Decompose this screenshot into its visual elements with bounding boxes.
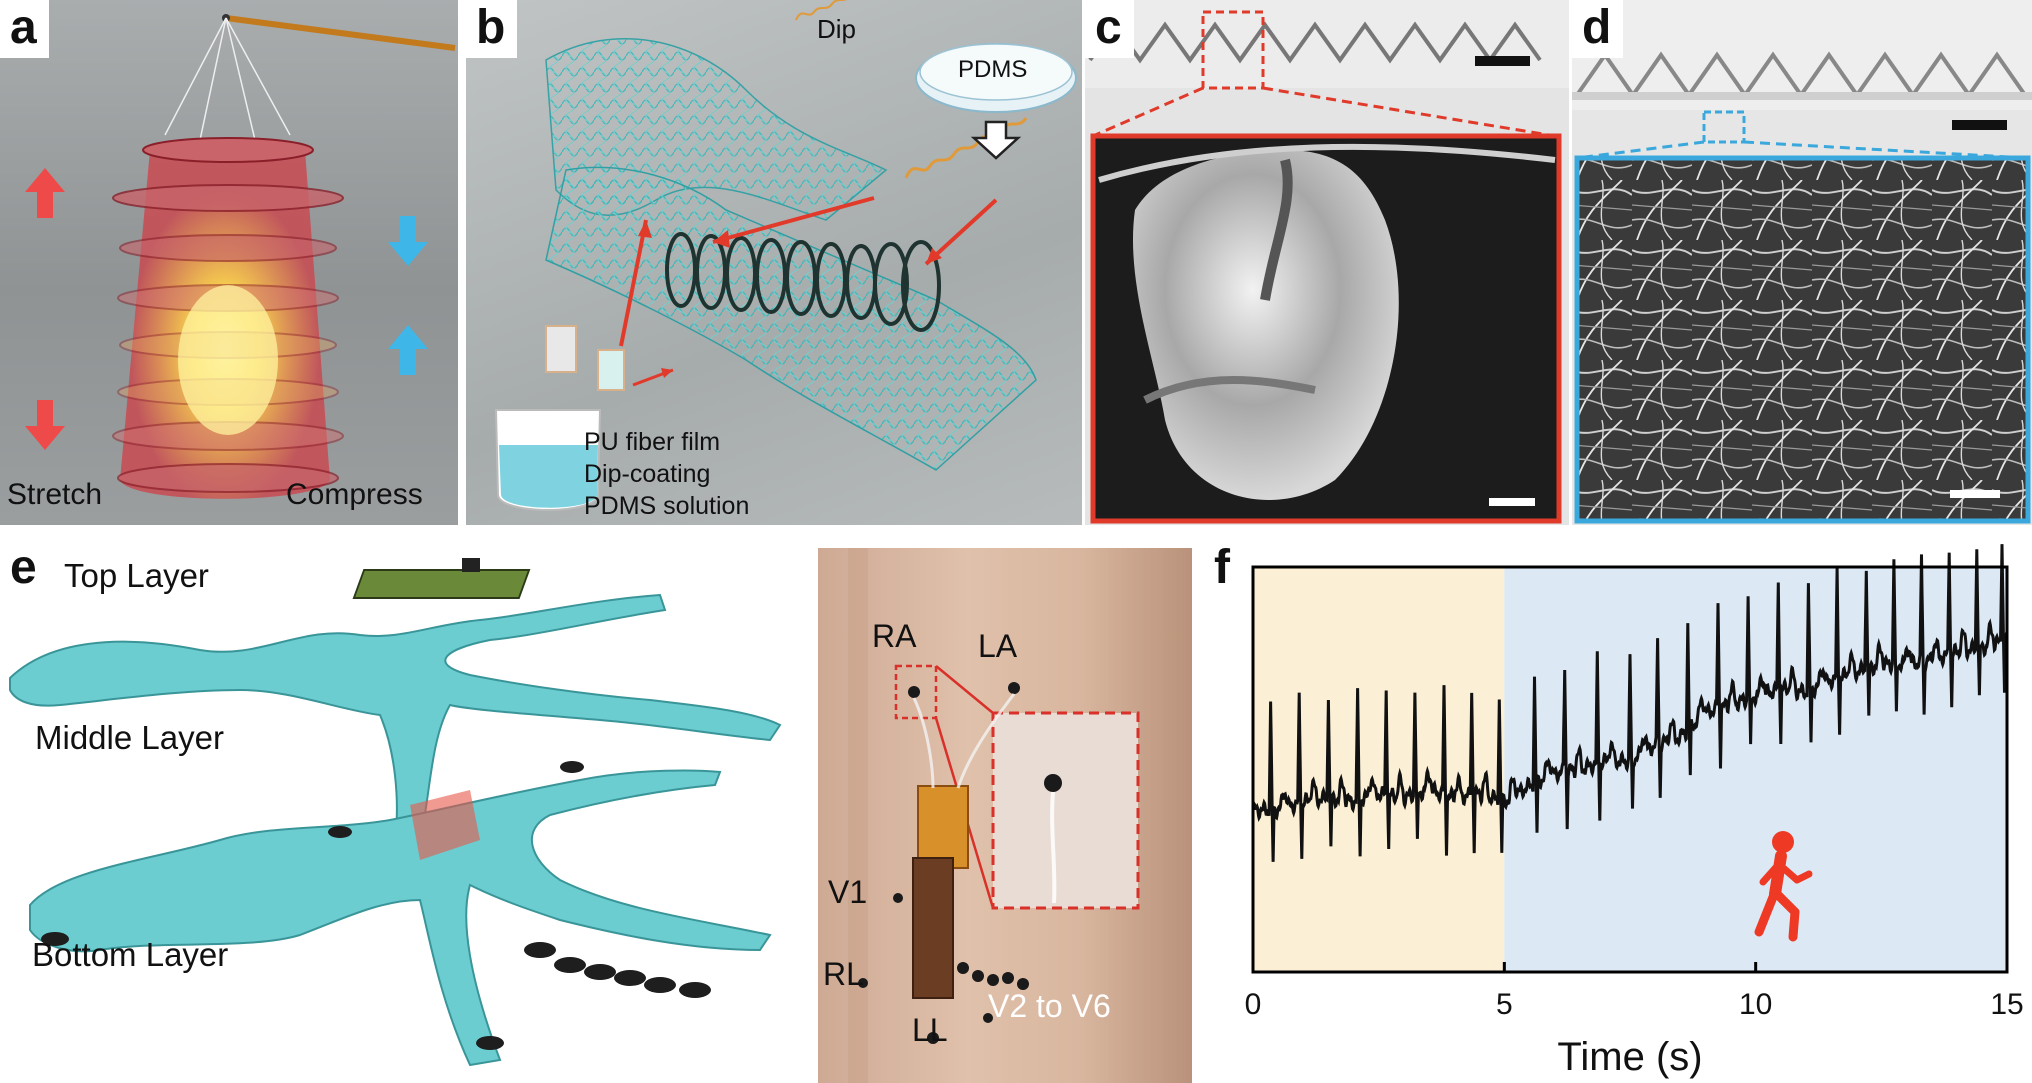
x-axis-label: Time (s) xyxy=(1557,1035,1702,1079)
panel-e-layers: Top Layer Middle Layer Bottom Layer xyxy=(0,540,800,1083)
electrode-ll-label: LL xyxy=(912,1012,948,1048)
x-tick-label: 15 xyxy=(1990,988,2023,1021)
panel-e-photo: RA LA V1 RL LL V2 to V6 xyxy=(818,548,1192,1083)
stretch-down-arrow-icon xyxy=(25,400,65,450)
stretch-up-arrow-icon xyxy=(25,168,65,218)
lantern-illustration xyxy=(112,14,456,499)
electrode-la-label: LA xyxy=(978,628,1018,664)
region-walking-person xyxy=(1504,567,2007,972)
x-tick-label: 5 xyxy=(1496,988,1513,1021)
panel-a: Stretch Compress xyxy=(0,0,458,525)
middle-layer-label: Middle Layer xyxy=(35,719,224,756)
fiber-network-illustration xyxy=(1572,0,2032,524)
dip-label: Dip xyxy=(817,14,857,44)
stretch-label: Stretch xyxy=(7,478,103,511)
electrode-v2-v6-label: V2 to V6 xyxy=(988,988,1111,1024)
caption-line-3: PDMS solution xyxy=(584,492,750,520)
spring-sem-illustration xyxy=(1085,0,1569,524)
fiber-film-illustration xyxy=(494,0,1077,511)
torso-electrodes-illustration xyxy=(818,548,1192,1083)
electrode-rl-label: RL xyxy=(823,956,864,992)
panel-label-c: c xyxy=(1085,0,1134,58)
caption-line-2: Dip-coating xyxy=(584,460,711,488)
panel-label-a: a xyxy=(0,0,49,58)
top-layer-label: Top Layer xyxy=(64,557,209,594)
compress-up-arrow-icon xyxy=(388,325,428,375)
panel-d xyxy=(1572,0,2032,525)
x-tick-label: 10 xyxy=(1739,988,1772,1021)
panel-label-b: b xyxy=(466,0,518,58)
electrode-ra-label: RA xyxy=(872,618,917,654)
plot-frame xyxy=(1251,565,2009,974)
caption-line-1: PU fiber film xyxy=(584,428,721,456)
panel-label-f: f xyxy=(1214,541,1230,594)
bottom-layer-label: Bottom Layer xyxy=(32,936,229,973)
ecg-trace-line xyxy=(1251,544,2009,862)
x-tick-label: 0 xyxy=(1245,988,1262,1021)
walking-person-icon xyxy=(1754,831,1813,942)
panel-b: Dip PDMS PU fiber film Dip-coating PDMS … xyxy=(466,0,1082,525)
panel-label-d: d xyxy=(1572,0,1624,58)
pdms-label: PDMS xyxy=(958,56,1028,83)
electrode-v1-label: V1 xyxy=(828,874,868,910)
compress-label: Compress xyxy=(286,478,423,511)
compress-down-arrow-icon xyxy=(388,216,428,266)
panel-c xyxy=(1085,0,1569,525)
panel-label-e: e xyxy=(10,541,37,594)
device-layers-illustration xyxy=(9,558,782,1067)
region-standing-person xyxy=(1253,567,1505,972)
